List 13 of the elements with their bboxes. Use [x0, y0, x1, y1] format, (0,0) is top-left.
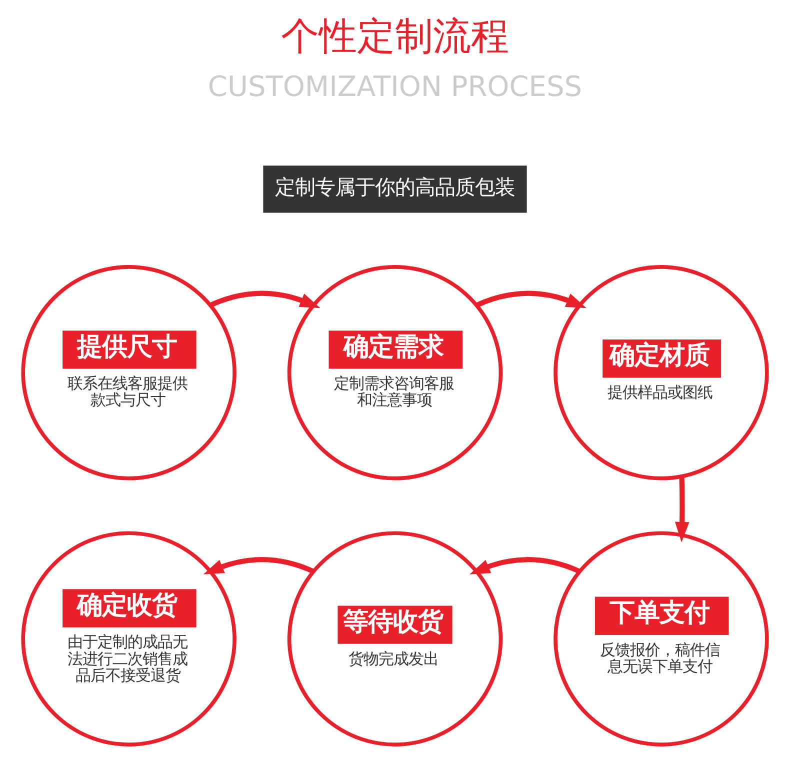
node-circle: 确定材质 提供样品或图纸	[554, 265, 769, 480]
label: 定制专属于你的高品质包装	[275, 175, 515, 200]
arrow	[674, 476, 690, 542]
diagram-title: 个性定制流程	[281, 15, 509, 60]
arrow	[470, 557, 580, 574]
arrow	[476, 290, 586, 308]
node-circle: 提供尺寸 联系在线客服提供款式与尺寸	[21, 265, 236, 480]
arrow	[203, 557, 314, 574]
node-circle: 确定需求 定制需求咨询客服和注意事项	[287, 265, 503, 480]
arrow	[209, 290, 320, 308]
node-circle: 下单支付 反馈报价，稿件信息无误下单支付	[554, 531, 769, 746]
node-circle: 等待收货 货物完成发出	[287, 531, 503, 746]
node-circle: 确定收货 由于定制的成品无法进行二次销售成品后不接受退货	[21, 531, 236, 746]
